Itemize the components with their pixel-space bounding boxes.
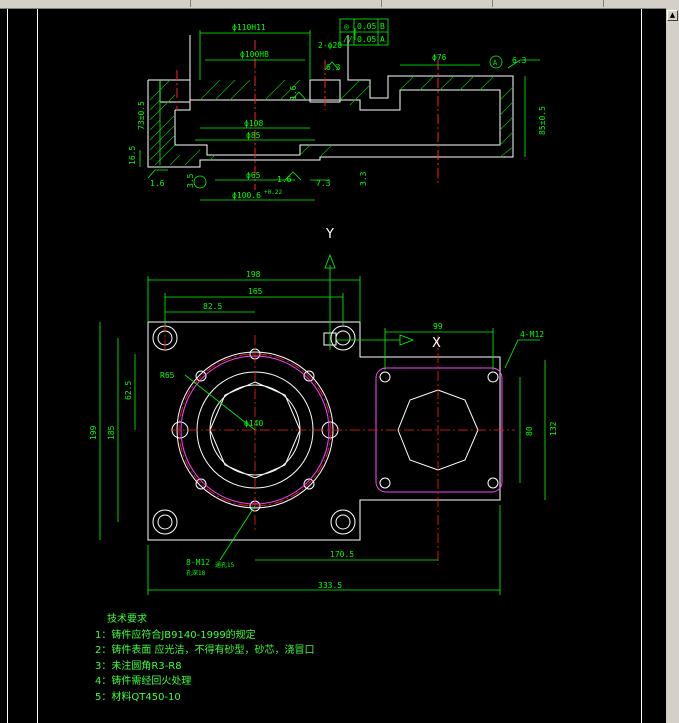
drawing-border-right xyxy=(641,9,642,723)
finish-left: 1.6 xyxy=(277,175,292,184)
tol-row2-datum: A xyxy=(380,35,385,44)
notes-title: 技术要求 xyxy=(107,614,147,625)
dim-85: ϕ85 xyxy=(246,131,261,140)
dim-inner-bore: ϕ100H8 xyxy=(240,50,269,59)
dim-132: 132 xyxy=(549,421,558,436)
section-labels: ϕ110H11 ϕ100H8 2-ϕ20 ϕ76 A 6.3 6.3 ϕ108 … xyxy=(150,22,527,200)
section-vertical-labels: 73±0.5 85±0.5 16.5 3.5 3.3 1.6 xyxy=(128,85,547,188)
dim-4m12: 4-M12 xyxy=(520,330,544,339)
dim-8m12-c: 孔深18 xyxy=(186,569,206,577)
dim-right-bore: ϕ76 xyxy=(432,53,447,62)
section-dims xyxy=(139,18,540,201)
note-item: 2：铸件表面 应光洁，不得有砂型，砂芯，浇冒口 xyxy=(95,645,315,656)
menu-segment[interactable] xyxy=(0,0,191,7)
plan-view xyxy=(147,321,501,541)
tol-100: +0.22 xyxy=(264,189,282,196)
axis-y: Y xyxy=(325,227,334,242)
dim-625: 62.5 xyxy=(124,381,133,400)
dim-100: ϕ100.6 xyxy=(232,191,261,200)
menu-segment[interactable] xyxy=(191,0,382,7)
dim-165: 165 xyxy=(248,287,263,296)
menu-segment[interactable] xyxy=(493,0,604,7)
note-item: 5：材料QT450-10 xyxy=(95,691,181,703)
dim-3335: 333.5 xyxy=(318,581,342,590)
dim-8m12-b: 通孔15 xyxy=(215,561,235,569)
dim-top-bore: ϕ110H11 xyxy=(232,23,266,32)
datum-a: A xyxy=(493,59,498,67)
dim-198: 198 xyxy=(246,270,261,279)
section-hatch xyxy=(149,75,514,166)
dim-height-right: 85±0.5 xyxy=(538,106,547,135)
plan-vertical-labels: 199 185 62.5 80 132 xyxy=(89,381,558,440)
scroll-up-icon[interactable]: ▲ xyxy=(667,10,678,21)
tol-row1-datum: B xyxy=(380,22,385,31)
dim-8m12: 8-M12 xyxy=(186,558,210,567)
dim-199: 199 xyxy=(89,425,98,440)
section-view xyxy=(147,35,514,168)
dim-185: 185 xyxy=(107,425,116,440)
note-item: 1：铸件应符合JB9140-1999的规定 xyxy=(95,629,256,641)
note-item: 4：铸件需经回火处理 xyxy=(95,676,192,687)
technical-notes: 技术要求 1：铸件应符合JB9140-1999的规定 2：铸件表面 应光洁，不得… xyxy=(95,612,315,705)
drawing-border-inner xyxy=(37,9,38,723)
menu-bar xyxy=(0,0,679,9)
menu-segment[interactable] xyxy=(382,0,493,7)
finish-right: 6.3 xyxy=(512,56,527,65)
dim-height-left: 73±0.5 xyxy=(137,101,146,130)
vertical-scrollbar[interactable]: ▲ xyxy=(666,8,679,723)
dim-step-165: 16.5 xyxy=(128,146,137,165)
dim-step-33: 3.3 xyxy=(359,171,368,186)
dim-80: 80 xyxy=(525,426,534,436)
plan-dims xyxy=(99,253,546,595)
note-item: 3：未注圆角R3-R8 xyxy=(95,660,182,672)
plan-labels: 198 165 82.5 99 4-M12 170.5 333.5 8-M12 … xyxy=(160,270,544,590)
dim-108: ϕ108 xyxy=(244,119,263,128)
section-centerlines xyxy=(176,40,439,190)
dim-slot: 2-ϕ20 xyxy=(318,41,342,50)
finish-mid: 1.6 xyxy=(289,85,298,100)
dim-step-16: 1.6 xyxy=(150,179,165,188)
drawing-border-left xyxy=(7,9,8,723)
dim-99: 99 xyxy=(433,322,443,331)
dim-65: ϕ65 xyxy=(246,171,261,180)
tol-row1-value: 0.05 xyxy=(357,22,376,31)
dim-825: 82.5 xyxy=(203,302,222,311)
finish-top: 6.3 xyxy=(326,63,341,72)
dim-step-73: 7.3 xyxy=(316,179,331,188)
tol-row2-value: 0.05 xyxy=(357,35,376,44)
axis-x: X xyxy=(432,336,441,351)
dim-r65: R65 xyxy=(160,371,175,380)
dim-1705: 170.5 xyxy=(330,550,354,559)
tol-row1-symbol: ◎ xyxy=(344,22,349,31)
dim-step-35: 3.5 xyxy=(186,173,195,188)
tol-row2-symbol: // xyxy=(343,35,353,44)
dim-140: ϕ140 xyxy=(244,419,263,428)
axis-labels: Y X xyxy=(325,227,441,351)
plan-centerlines xyxy=(164,322,515,565)
